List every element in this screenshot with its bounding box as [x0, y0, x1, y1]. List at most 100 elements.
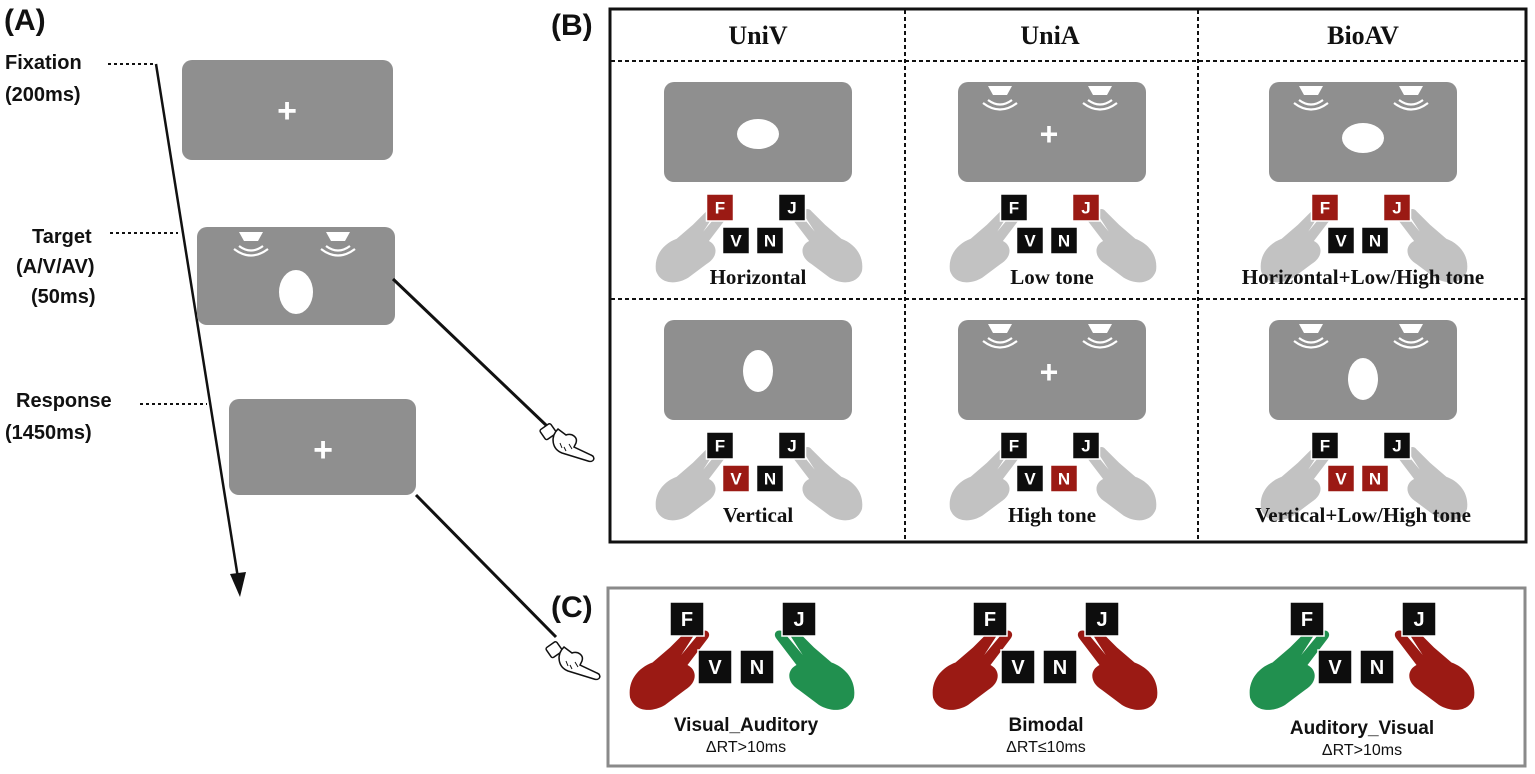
- key-cap: [1015, 464, 1045, 493]
- key-letter: V: [1024, 232, 1036, 251]
- key-cap: [1289, 601, 1325, 637]
- response-cross: +: [313, 431, 333, 469]
- key-letter: F: [1009, 199, 1019, 218]
- hand-icon: [774, 630, 855, 710]
- key-cap: [739, 649, 775, 685]
- key: N: [1049, 226, 1079, 255]
- key-letter: N: [1058, 470, 1070, 489]
- bimodal-title: Bimodal: [1009, 715, 1084, 736]
- key: N: [1049, 464, 1079, 493]
- fixation-cross: +: [1040, 116, 1059, 152]
- key-letter: J: [787, 437, 796, 456]
- cell-caption: Horizontal+Low/High tone: [1242, 265, 1484, 289]
- key: F: [1289, 601, 1325, 637]
- key: F: [1310, 193, 1340, 222]
- key-cap: [777, 431, 807, 460]
- hand-icon: [1394, 630, 1475, 710]
- key-letter: F: [715, 199, 725, 218]
- key-cap: [1071, 431, 1101, 460]
- key: V: [1015, 226, 1045, 255]
- key: J: [1071, 193, 1101, 222]
- key: V: [721, 464, 751, 493]
- panel-c-label: (C): [551, 591, 593, 624]
- key-letter: N: [1369, 232, 1381, 251]
- key: V: [1000, 649, 1036, 685]
- key: F: [705, 431, 735, 460]
- hand-icon: [629, 630, 710, 710]
- key-letter: V: [1024, 470, 1036, 489]
- key-cap: [1382, 431, 1412, 460]
- key: N: [755, 464, 785, 493]
- key-letter: V: [708, 657, 722, 679]
- cell-caption: Horizontal: [710, 265, 807, 289]
- key: V: [721, 226, 751, 255]
- target-duration: (50ms): [31, 286, 95, 308]
- key-cap: [669, 601, 705, 637]
- response-duration: (1450ms): [5, 422, 92, 444]
- fixation-cross: +: [277, 92, 297, 130]
- key-letter: N: [750, 657, 764, 679]
- key-letter: N: [1053, 657, 1067, 679]
- key: N: [1360, 226, 1390, 255]
- key: N: [739, 649, 775, 685]
- key-letter: J: [793, 609, 804, 631]
- key-cap: [1049, 226, 1079, 255]
- column-header-bioav: BioAV: [1327, 21, 1399, 50]
- key-letter: J: [1081, 437, 1090, 456]
- key: V: [1015, 464, 1045, 493]
- key-cap: [1317, 649, 1353, 685]
- key: J: [1382, 431, 1412, 460]
- hand-icon: [1394, 630, 1475, 710]
- key: J: [1401, 601, 1437, 637]
- target-detail: (A/V/AV): [16, 256, 95, 278]
- key-cap: [1049, 464, 1079, 493]
- key-letter: V: [730, 232, 742, 251]
- hand-icon: [932, 630, 1013, 710]
- column-header-unia: UniA: [1020, 21, 1079, 50]
- key-letter: J: [1392, 437, 1401, 456]
- key-cap: [781, 601, 817, 637]
- target-screen: [197, 227, 395, 325]
- fixation-duration: (200ms): [5, 84, 81, 106]
- panel-b-frame: [608, 7, 1528, 544]
- key-cap: [1310, 193, 1340, 222]
- key: V: [1326, 226, 1356, 255]
- key: V: [697, 649, 733, 685]
- key: F: [999, 431, 1029, 460]
- key-letter: V: [1328, 657, 1342, 679]
- stimulus-ellipse: [1348, 358, 1378, 400]
- key-cap: [1084, 601, 1120, 637]
- cell-r0-c1: + F J V N Low tone: [949, 82, 1157, 289]
- key-cap: [777, 193, 807, 222]
- key-letter: F: [1009, 437, 1019, 456]
- key: N: [1360, 464, 1390, 493]
- key-cap: [1310, 431, 1340, 460]
- key-letter: V: [1335, 470, 1347, 489]
- key-letter: V: [1011, 657, 1025, 679]
- stimulus-screen: [958, 320, 1146, 420]
- key: J: [1071, 431, 1101, 460]
- key-letter: N: [1058, 232, 1070, 251]
- key-letter: F: [1320, 199, 1330, 218]
- key-cap: [721, 226, 751, 255]
- key-letter: F: [715, 437, 725, 456]
- response-label: Response: [16, 390, 112, 412]
- key: J: [1084, 601, 1120, 637]
- hand-icon: [629, 630, 710, 710]
- key: N: [1359, 649, 1395, 685]
- cell-caption: Low tone: [1010, 265, 1093, 289]
- key-cap: [697, 649, 733, 685]
- target-label: Target: [32, 226, 92, 248]
- key-letter: N: [764, 470, 776, 489]
- key-cap: [1359, 649, 1395, 685]
- hand-icon: [1249, 630, 1330, 710]
- visual-auditory-condition: ΔRT>10ms: [706, 739, 786, 756]
- key-letter: N: [1369, 470, 1381, 489]
- panel-b-label: (B): [551, 9, 593, 42]
